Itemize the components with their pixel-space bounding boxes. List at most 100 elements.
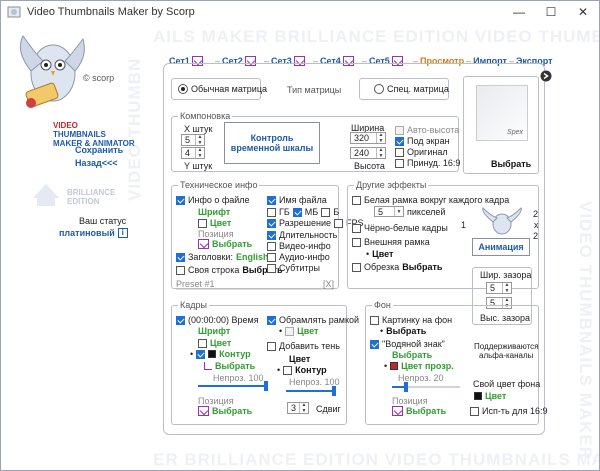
force-169-checkbox[interactable] [395,158,404,168]
layout-group: Компоновка [171,111,459,172]
mb-checkbox[interactable] [292,207,302,217]
alpha-note2: альфа-каналы [479,351,534,360]
shadow-color[interactable]: Цвет [289,354,311,364]
animation-button[interactable]: Анимация [472,238,530,256]
watermark-choose[interactable]: Выбрать [392,350,433,360]
fps-checkbox[interactable] [333,218,343,228]
frames-color-checkbox[interactable] [198,338,207,348]
frame-border-checkbox[interactable] [267,315,276,325]
back-link[interactable]: Назад<<< [75,158,118,168]
add-shadow-checkbox[interactable] [267,341,276,351]
edition-line2: EDITION [67,197,100,206]
maximize-button[interactable]: ☐ [545,5,557,19]
filename-checkbox[interactable] [267,195,276,205]
close-button[interactable]: ✕ [577,5,589,19]
bg-picture-choose[interactable]: Выбрать [386,326,427,336]
width-spinner[interactable]: 320▲▼ [350,132,386,144]
y-count-label: Y штук [184,161,213,171]
preview-link[interactable]: Просмотр [420,56,465,66]
white-frame-checkbox[interactable] [352,195,361,205]
height-label: Высота [354,161,385,171]
y-count-spinner[interactable]: 4▲▼ [181,147,205,159]
effects-title: Другие эффекты [354,180,429,190]
bw-frames-checkbox[interactable] [352,223,361,233]
outline-choose[interactable]: Выбрать [215,361,256,371]
outline-swatch[interactable] [208,350,217,358]
watermark-checkbox[interactable] [370,339,379,349]
preset-field[interactable]: Preset #1[X] [176,279,334,290]
shift-spinner[interactable]: 3▲▼ [287,402,309,414]
use-169-checkbox[interactable] [470,406,479,416]
tab-set1[interactable]: Сет1 [169,56,203,66]
auto-height-checkbox[interactable] [395,125,404,135]
frames-position-label: Позиция [198,396,234,406]
tech-font[interactable]: Шрифт [198,207,231,217]
bg-position-choose[interactable]: Выбрать [406,406,447,416]
tech-color-checkbox[interactable] [198,218,207,228]
matrix-type-label: Тип матрицы [287,85,342,95]
frames-font[interactable]: Шрифт [198,326,231,336]
background-group: Фон [365,300,539,425]
preview-thumbnail[interactable]: Spex [476,85,528,141]
watermark-right: VIDEO THUMBNAILS MAKER [576,201,595,461]
file-info-checkbox[interactable] [176,195,185,205]
left-panel: © scorp VIDEO THUMBNAILS MAKER & ANIMATO… [1,23,151,470]
export-link[interactable]: Экспорт [515,56,553,66]
headers-checkbox[interactable] [176,252,185,262]
preview-select[interactable]: Выбрать [491,159,532,169]
outline-corner-icon [204,362,212,370]
transparent-color-swatch[interactable] [390,362,399,370]
normal-matrix-option[interactable]: Обычная матрица [171,78,267,100]
resolution-checkbox[interactable] [267,218,276,228]
edition-emblem-icon [33,184,59,206]
preset-clear-button[interactable]: [X] [322,279,334,289]
tech-position-choose[interactable]: Выбрать [212,239,253,249]
gap-width-spinner[interactable]: 5▲▼ [486,282,512,294]
outer-frame-checkbox[interactable] [352,237,361,247]
bg-picture-checkbox[interactable] [370,315,379,325]
border-color-checkbox[interactable] [285,326,295,336]
pixels-select[interactable]: 5▼ [374,206,404,217]
original-checkbox[interactable] [395,147,404,157]
outline-checkbox[interactable] [196,349,206,359]
crop-checkbox[interactable] [352,262,361,272]
special-matrix-radio[interactable] [374,84,384,94]
tab-set4[interactable]: –Сет4 [313,56,354,66]
shadow-opacity-slider[interactable] [286,386,336,396]
own-line-checkbox[interactable] [176,265,185,275]
subtitles-checkbox[interactable] [267,263,276,273]
fit-screen-checkbox[interactable] [395,136,404,146]
tab-set5[interactable]: –Сет5 [362,56,403,66]
video-info-checkbox[interactable] [267,241,276,251]
time-checkbox[interactable] [176,315,185,325]
duration-checkbox[interactable] [267,230,276,240]
bg-color-swatch[interactable] [474,392,482,400]
frames-position-choose[interactable]: Выбрать [212,406,253,416]
layout-title: Компоновка [178,111,233,121]
gb-checkbox[interactable] [267,207,276,217]
x-count-spinner[interactable]: 5▲▼ [181,134,205,146]
outer-frame-color[interactable]: Цвет [372,249,394,259]
tab-set2[interactable]: –Сет2 [215,56,256,66]
height-spinner[interactable]: 240▲▼ [350,147,386,159]
tab-set3[interactable]: –Сет3 [264,56,305,66]
minimize-button[interactable]: — [513,5,525,19]
b-checkbox[interactable] [321,207,331,217]
audio-info-checkbox[interactable] [267,252,276,262]
animation-owl-icon [482,207,522,235]
shadow-outline-checkbox[interactable] [283,365,293,375]
set1-icon [191,56,203,66]
status-info-icon[interactable]: i [117,228,128,238]
timeline-control-button[interactable]: Контроль временной шкалы [224,122,320,164]
author-label: © scorp [83,73,115,83]
frames-opacity-slider[interactable] [198,381,268,391]
import-link[interactable]: Импорт [473,56,507,66]
save-link[interactable]: Сохранить [75,145,124,155]
normal-matrix-radio[interactable] [178,84,188,94]
bg-opacity-slider[interactable] [392,382,460,392]
gap-height-spinner[interactable]: 5▲▼ [486,297,512,309]
special-matrix-option[interactable]: Спец. матрица [359,78,449,100]
next-arrow-icon[interactable] [540,70,552,82]
gap-width-label: Шир. зазора [480,270,532,280]
